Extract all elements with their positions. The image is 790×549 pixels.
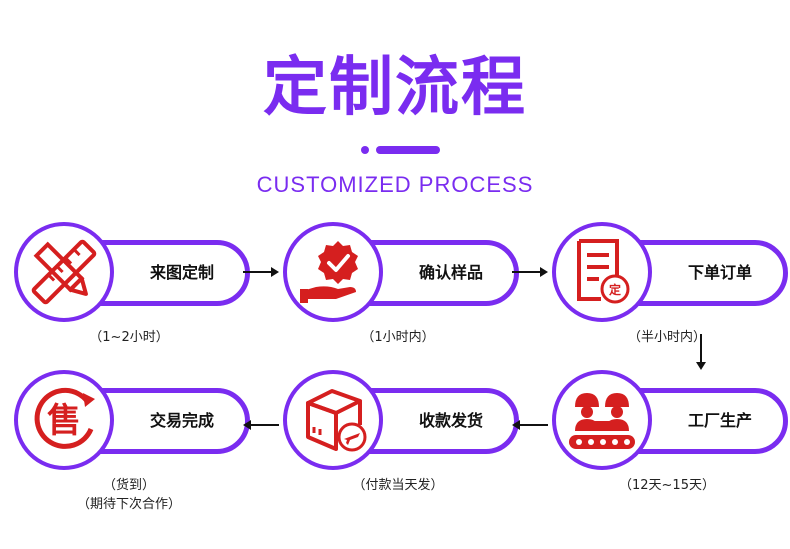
step-custom-design: 来图定制 （1~2小时） <box>14 222 250 345</box>
step-place-order: 定 下单订单 （半小时内） <box>552 222 788 345</box>
step-deal-complete: 售 交易完成 （货到） （期待下次合作） <box>14 370 250 512</box>
step-factory-production: 工厂生产 （12天~15天） <box>552 370 788 493</box>
svg-text:售: 售 <box>47 401 81 441</box>
step-note: （付款当天发） <box>352 478 444 493</box>
title-divider-dot <box>361 146 369 154</box>
step-icon-circle <box>14 222 114 322</box>
step-note: （半小时内） <box>627 330 706 345</box>
step-note: （12天~15天） <box>619 478 715 493</box>
arrow-right-icon <box>243 267 279 277</box>
step-note: （货到） <box>102 478 155 493</box>
step-icon-circle: 定 <box>552 222 652 322</box>
step-label: 下单订单 <box>687 263 752 282</box>
pencil-ruler-icon <box>31 239 97 305</box>
step-icon-circle <box>552 370 652 470</box>
step-note: （1~2小时） <box>89 330 169 345</box>
factory-workers-conveyor-icon <box>569 393 635 449</box>
step-icon-circle: 售 <box>14 370 114 470</box>
arrow-left-icon <box>243 420 279 430</box>
title-divider-bar <box>376 146 440 154</box>
shipping-box-airplane-icon <box>306 389 367 452</box>
step-label: 确认样品 <box>418 263 483 282</box>
step-note-secondary: （期待下次合作） <box>76 497 181 512</box>
step-confirm-sample: 确认样品 （1小时内） <box>283 222 519 345</box>
svg-text:定: 定 <box>609 282 621 297</box>
step-label: 收款发货 <box>418 411 483 430</box>
arrow-down-icon <box>696 334 706 370</box>
order-document-stamp-icon: 定 <box>577 239 630 304</box>
arrow-right-icon <box>512 267 548 277</box>
page-subtitle: CUSTOMIZED PROCESS <box>256 172 534 197</box>
page-title: 定制流程 <box>263 51 527 125</box>
hand-checkmark-badge-icon <box>300 241 358 303</box>
step-label: 工厂生产 <box>687 411 752 430</box>
step-note: （1小时内） <box>361 330 435 345</box>
sale-circle-icon: 售 <box>34 387 95 449</box>
step-payment-shipping: 收款发货 （付款当天发） <box>283 370 519 493</box>
step-label: 交易完成 <box>149 411 214 430</box>
arrow-left-icon <box>512 420 548 430</box>
step-label: 来图定制 <box>149 263 214 282</box>
step-icon-circle <box>283 222 383 322</box>
step-icon-circle <box>283 370 383 470</box>
